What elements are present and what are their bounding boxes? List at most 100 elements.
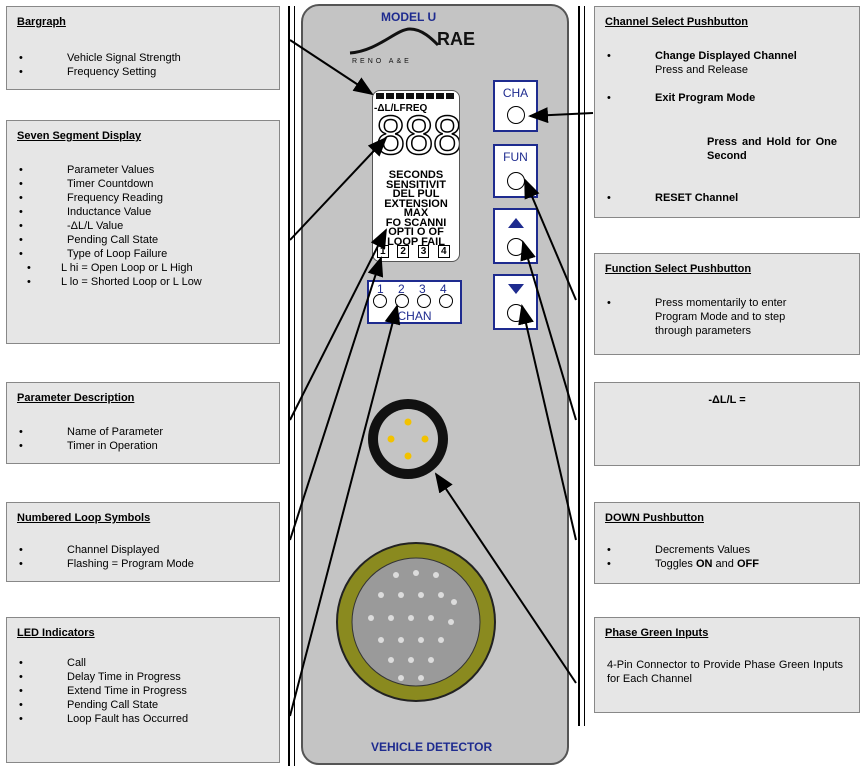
callout-text: 4-Pin Connector to Provide Phase Green I… <box>607 659 843 685</box>
bargraph <box>376 93 454 99</box>
lcd-line: LOOP FAIL <box>387 235 445 248</box>
list-item: Name of Parameter <box>17 425 269 439</box>
list-item: Pending Call State <box>17 233 269 247</box>
led-channel-2 <box>395 294 409 308</box>
led-channel-3 <box>417 294 431 308</box>
loop-symbol-4: 4 <box>438 245 450 258</box>
callout-led-indicators: LED Indicators Call Delay Time in Progre… <box>6 617 280 763</box>
callout-down-pushbutton: DOWN Pushbutton Decrements Values Toggle… <box>594 502 860 584</box>
led-channel-4 <box>439 294 453 308</box>
up-button-circle <box>507 238 525 256</box>
list-item: Extend Time in Progress <box>17 684 269 698</box>
list-item: Timer in Operation <box>17 439 269 453</box>
connector-pin <box>387 435 395 443</box>
callout-channel-select: Channel Select Pushbutton Change Display… <box>594 6 860 218</box>
left-separator-bar-inner <box>294 6 295 766</box>
list-item: Change Displayed Channel Press and Relea… <box>605 49 849 77</box>
lcd-display: -ΔL/LFREQ 888 SECONDS SENSITIVIT DEL PUL… <box>372 90 460 262</box>
vehicle-detector-label: VEHICLE DETECTOR <box>371 740 493 754</box>
callout-title: Numbered Loop Symbols <box>17 512 151 524</box>
list-item: Pending Call State <box>17 698 269 712</box>
list-item: Flashing = Program Mode <box>17 557 269 571</box>
lcd-line: DEL PUL <box>392 188 440 200</box>
fun-button[interactable]: FUN <box>493 144 538 198</box>
left-separator-bar <box>288 6 290 766</box>
lcd-parameter-lines: SECONDS SENSITIVIT DEL PUL EXTENSION MAX… <box>373 169 459 248</box>
callout-delta-l: -ΔL/L = <box>594 382 860 466</box>
item-text: Press and Release <box>655 64 748 76</box>
item-text: Press and Hold for One Second <box>707 136 837 162</box>
callout-seven-segment: Seven Segment Display Parameter Values T… <box>6 120 280 344</box>
lcd-line: FO SCANNI <box>385 216 447 229</box>
connector-pin <box>404 452 412 460</box>
loop-symbol-1: 1 <box>377 245 389 258</box>
up-arrow-icon <box>508 218 524 228</box>
callout-title: LED Indicators <box>17 627 95 639</box>
down-button[interactable] <box>493 274 538 330</box>
led-channel-1 <box>373 294 387 308</box>
loop-symbol-2: 2 <box>397 245 409 258</box>
list-item: RESET Channel <box>605 191 849 205</box>
down-button-circle <box>507 304 525 322</box>
callout-title: Function Select Pushbutton <box>605 263 752 275</box>
item-bold: Change Displayed Channel <box>655 50 797 62</box>
loop-symbols: 1 2 3 4 <box>377 245 450 258</box>
list-item: Inductance Value <box>17 205 269 219</box>
callout-title: Phase Green Inputs <box>605 627 709 639</box>
list-item: Frequency Reading <box>17 191 269 205</box>
cha-button-label: CHA <box>502 86 529 100</box>
main-connector <box>336 542 496 702</box>
callout-title: DOWN Pushbutton <box>605 512 704 524</box>
list-item: Delay Time in Progress <box>17 670 269 684</box>
right-separator-bar-inner <box>584 6 585 726</box>
chan-label: CHAN <box>397 309 432 323</box>
lcd-top-label: -ΔL/LFREQ <box>374 103 428 114</box>
list-item: Parameter Values <box>17 163 269 177</box>
lcd-line: MAX <box>403 207 429 219</box>
list-item: Loop Fault has Occurred <box>17 712 269 726</box>
callout-title: Bargraph <box>17 16 66 28</box>
list-item: -ΔL/L Value <box>17 219 269 233</box>
lcd-line: OPTI O OF <box>388 226 444 238</box>
list-item: Channel Displayed <box>17 543 269 557</box>
seven-segment-digits: 888 <box>374 106 460 168</box>
right-separator-bar <box>578 6 580 726</box>
list-item: Timer Countdown <box>17 177 269 191</box>
lcd-line: SENSITIVIT <box>386 178 446 191</box>
loop-symbol-3: 3 <box>417 245 430 258</box>
fun-button-label: FUN <box>503 150 528 164</box>
connector-pin <box>421 435 429 443</box>
list-item: Exit Program Mode <box>605 91 849 105</box>
callout-parameter-description: Parameter Description Name of Parameter … <box>6 382 280 464</box>
item-bold: RESET Channel <box>655 192 739 204</box>
callout-numbered-loops: Numbered Loop Symbols Channel Displayed … <box>6 502 280 582</box>
list-item: Call <box>17 656 269 670</box>
brand-logo-subtext: RENO A&E <box>352 58 412 65</box>
callout-phase-green: Phase Green Inputs 4-Pin Connector to Pr… <box>594 617 860 713</box>
up-button[interactable] <box>493 208 538 264</box>
lcd-line: EXTENSION <box>384 197 448 210</box>
lcd-line: SECONDS <box>388 169 444 181</box>
fun-button-circle <box>507 172 525 190</box>
list-subitem: L hi = Open Loop or L High <box>17 261 269 275</box>
connector-pin <box>404 418 412 426</box>
list-item: Decrements Values <box>605 543 849 557</box>
list-subitem: L lo = Shorted Loop or L Low <box>17 275 269 289</box>
brand-logo: RAE RENO A&E <box>349 27 475 65</box>
callout-title: Seven Segment Display <box>17 130 142 142</box>
model-label: MODEL U <box>381 10 437 24</box>
list-item: Press momentarily to enter Program Mode … <box>605 296 849 338</box>
phase-green-connector <box>368 399 448 479</box>
brand-logo-text: RAE <box>437 29 475 49</box>
callout-title: Parameter Description <box>17 392 135 404</box>
down-arrow-icon <box>508 284 524 294</box>
callout-function-select: Function Select Pushbutton Press momenta… <box>594 253 860 355</box>
item-bold: Exit Program Mode <box>655 92 756 104</box>
callout-bargraph: Bargraph Vehicle Signal Strength Frequen… <box>6 6 280 90</box>
cha-button[interactable]: CHA <box>493 80 538 132</box>
list-item: Toggles ON and OFF <box>605 557 849 571</box>
list-item: Frequency Setting <box>17 65 269 79</box>
callout-title: -ΔL/L = <box>708 394 746 406</box>
list-item: Type of Loop Failure <box>17 247 269 261</box>
